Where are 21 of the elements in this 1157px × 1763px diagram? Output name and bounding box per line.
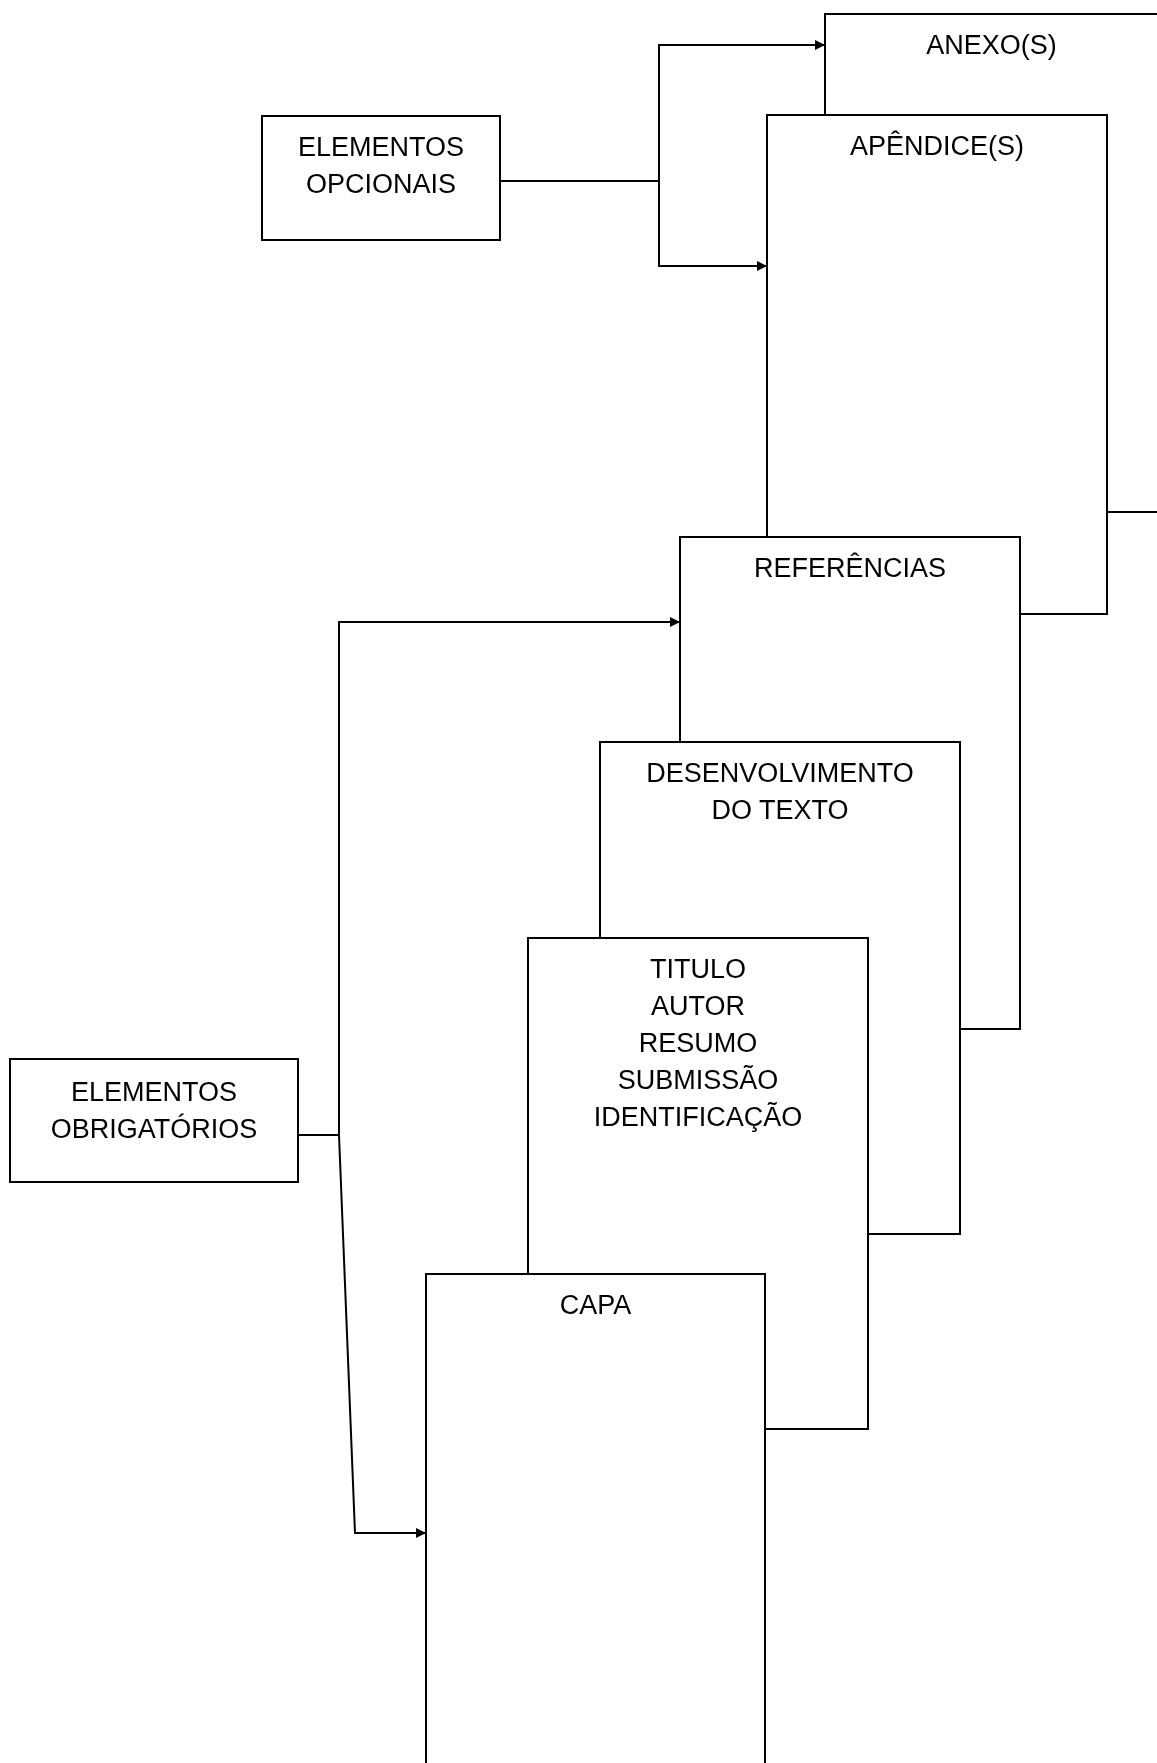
page-box (425, 1273, 766, 1763)
node-text: DESENVOLVIMENTO DO TEXTO (645, 757, 915, 827)
node-text: SUBMISSÃO (617, 1064, 779, 1097)
label-box (261, 115, 501, 241)
label-box (9, 1058, 299, 1183)
page-box (527, 937, 869, 1273)
node-text: TITULO (650, 953, 746, 986)
node-text: APÊNDICE(S) (850, 129, 1024, 163)
node-text: IDENTIFICAÇÃO (593, 1101, 803, 1134)
node-text: REFERÊNCIAS (753, 551, 946, 585)
node-text: ELEMENTOS OPCIONAIS (296, 131, 466, 201)
arrow (500, 180, 767, 271)
page-box (599, 741, 961, 937)
page-box (824, 13, 1157, 114)
node-text: ELEMENTOS OBRIGATÓRIOS (49, 1076, 259, 1146)
node-text: CAPA (559, 1289, 632, 1322)
node-text: AUTOR (651, 990, 745, 1023)
node-text: RESUMO (638, 1027, 758, 1060)
node-text: ANEXO(S) (926, 29, 1057, 62)
page-box (766, 114, 1108, 536)
page-box (679, 536, 1021, 741)
